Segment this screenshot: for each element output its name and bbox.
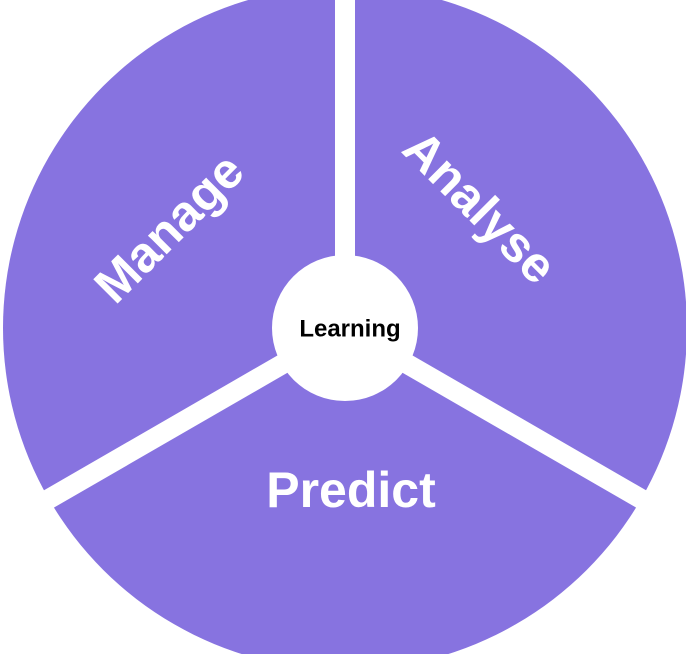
center-hub: [272, 255, 418, 401]
center-label: Learning: [299, 316, 400, 343]
segment-predict: [48, 328, 642, 654]
segment-label-predict: Predict: [266, 462, 436, 518]
